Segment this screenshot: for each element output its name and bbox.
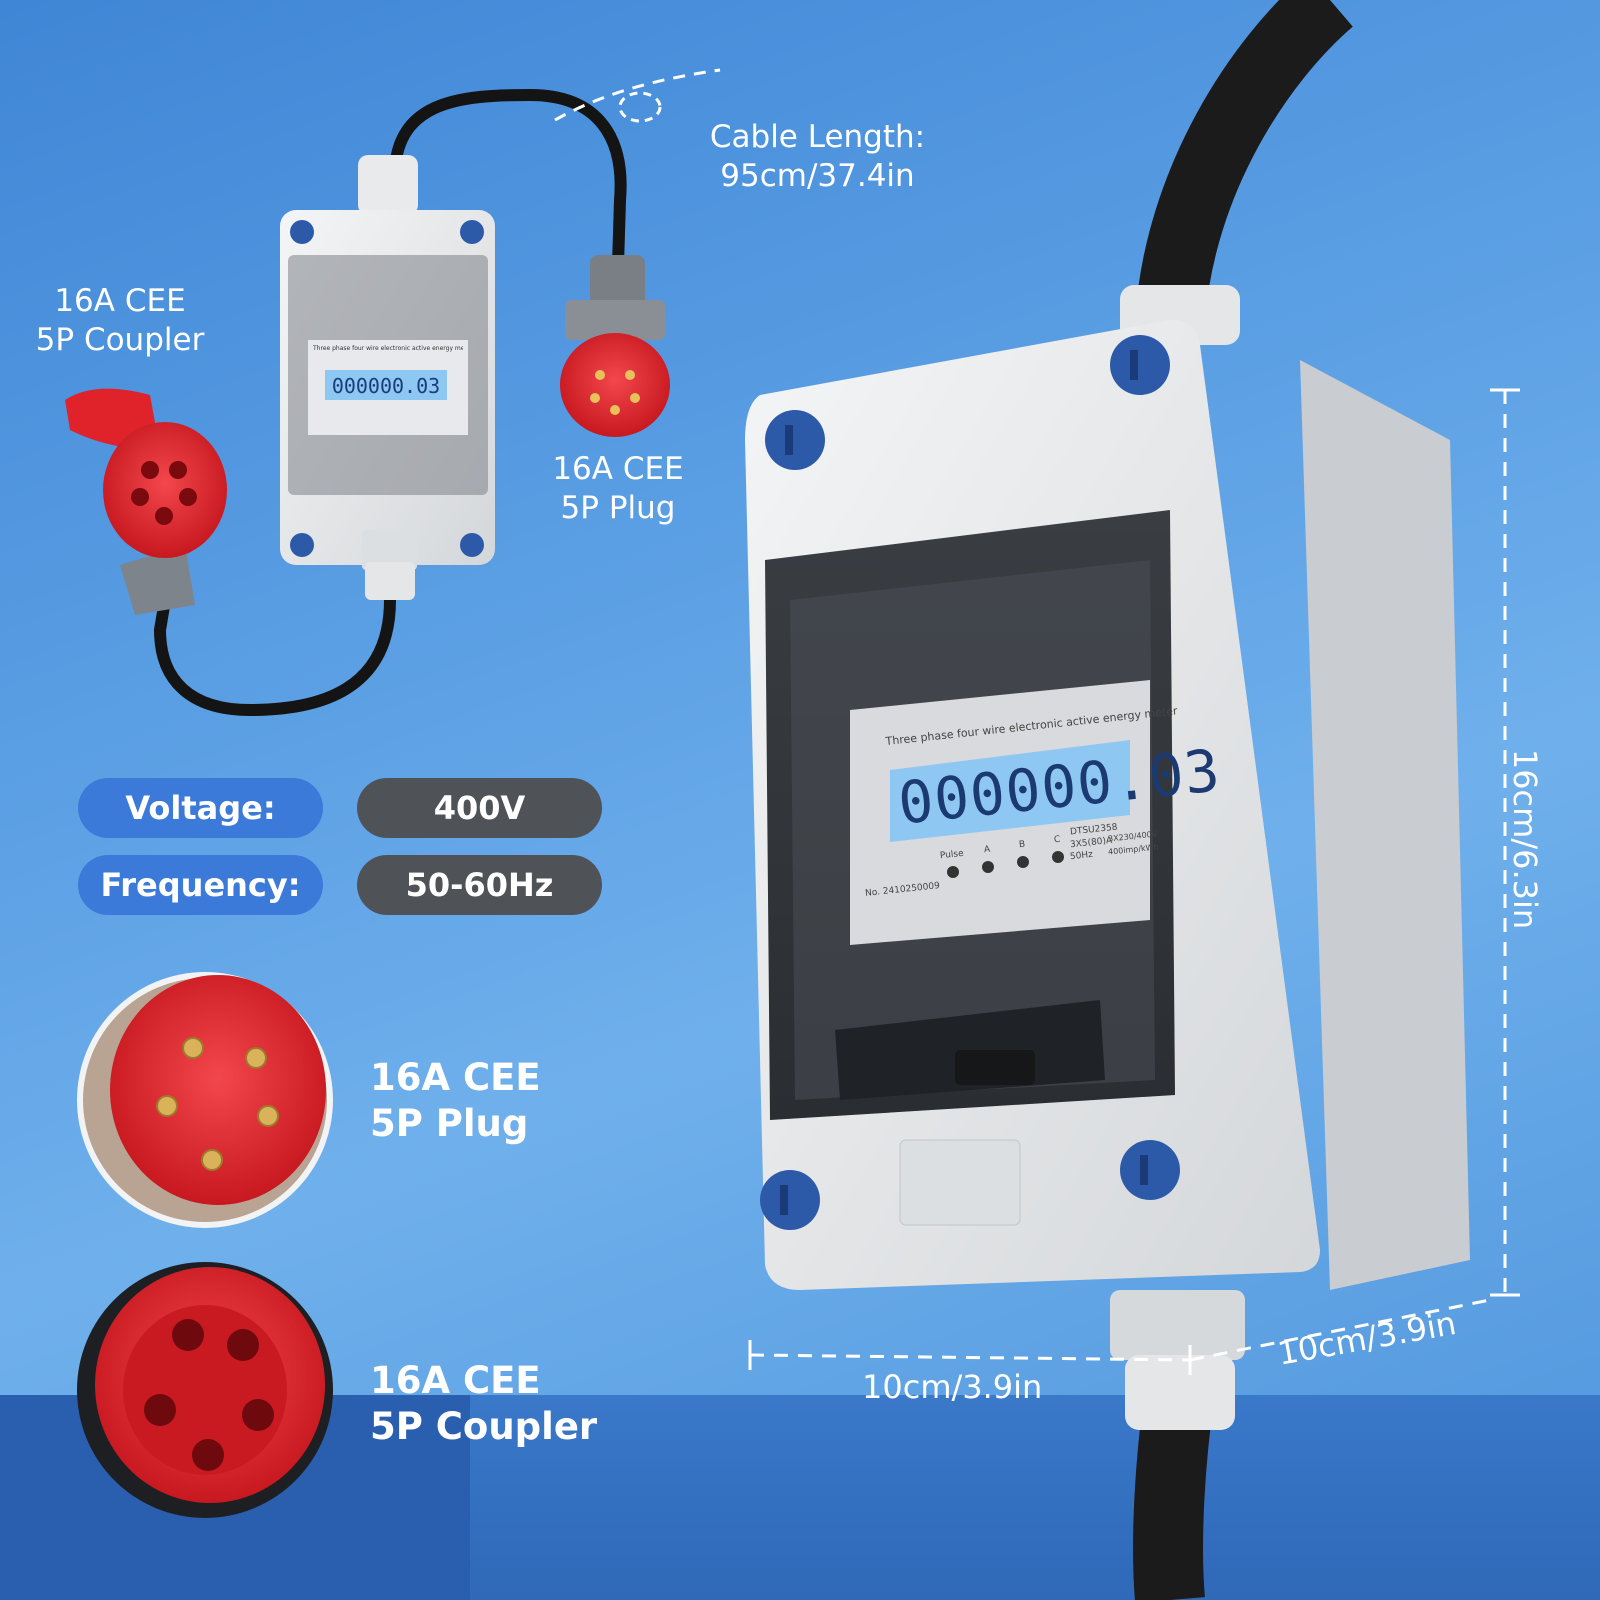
plug-top-label: 16A CEE 5P Plug <box>548 450 688 528</box>
cable-length-label: Cable Length: 95cm/37.4in <box>700 118 935 196</box>
voltage-key-pill: Voltage: <box>78 778 323 838</box>
coupler-top-line2: 5P Coupler <box>35 321 205 358</box>
dimension-lines <box>748 388 1520 1375</box>
plug-closeup-line1: 16A CEE <box>370 1056 541 1099</box>
coupler-closeup <box>77 1262 333 1518</box>
small-meter-title: Three phase four wire electronic active … <box>313 345 463 352</box>
plug-top-line2: 5P Plug <box>560 489 676 526</box>
coupler-closeup-line2: 5P Coupler <box>370 1405 598 1449</box>
frequency-key-pill: Frequency: <box>78 855 323 915</box>
width-dimension: 10cm/3.9in <box>862 1368 1043 1406</box>
cable-length-value: 95cm/37.4in <box>720 157 915 194</box>
plug-closeup-line2: 5P Plug <box>370 1102 529 1146</box>
screw-icon <box>1120 1140 1180 1200</box>
screw-icon <box>765 410 825 470</box>
plug-top-line1: 16A CEE <box>552 451 684 487</box>
screw-icon <box>760 1170 820 1230</box>
plug-closeup <box>77 972 333 1228</box>
frequency-value-pill: 50-60Hz <box>357 855 602 915</box>
meter-indicator-c: C <box>1053 834 1061 846</box>
voltage-value-pill: 400V <box>357 778 602 838</box>
screw-icon <box>1110 335 1170 395</box>
coupler-top-label: 16A CEE 5P Coupler <box>25 282 215 360</box>
coupler-closeup-label: 16A CEE 5P Coupler <box>370 1358 597 1451</box>
small-product-overview: 000000.03 <box>65 68 721 717</box>
coupler-top-line1: 16A CEE <box>54 283 186 319</box>
plug-closeup-label: 16A CEE 5P Plug <box>370 1055 541 1148</box>
meter-indicator-b: B <box>1018 839 1026 851</box>
coupler-closeup-line1: 16A CEE <box>370 1359 541 1402</box>
cable-length-title: Cable Length: <box>709 119 926 155</box>
small-meter-reading: 000000.03 <box>332 374 440 398</box>
meter-indicator-a: A <box>983 844 991 856</box>
height-dimension: 16cm/6.3in <box>1506 748 1545 930</box>
large-enclosure <box>745 285 1470 1430</box>
meter-lcd <box>890 740 1130 842</box>
main-cable-top <box>1135 0 1354 323</box>
